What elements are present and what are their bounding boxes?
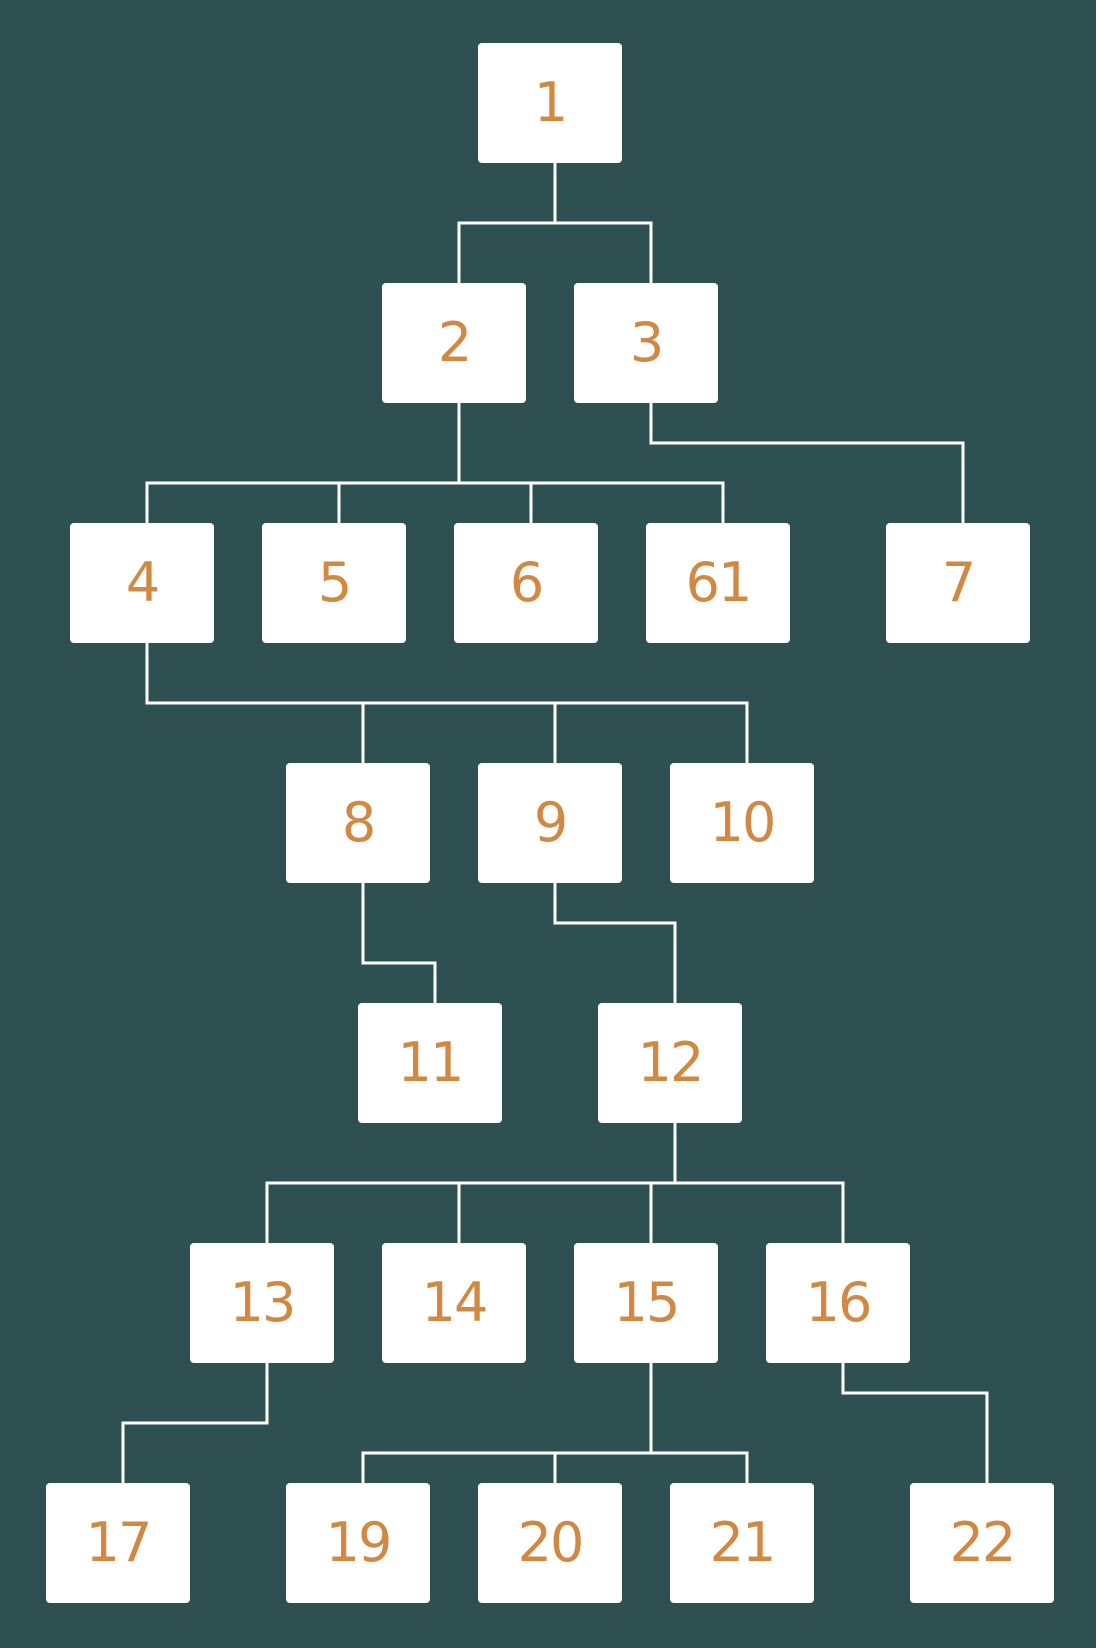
tree-node-1: 1 xyxy=(478,43,622,163)
node-label: 8 xyxy=(341,791,376,854)
tree-node-13: 13 xyxy=(190,1243,334,1363)
node-label: 21 xyxy=(709,1511,777,1574)
tree-node-14: 14 xyxy=(382,1243,526,1363)
tree-node-12: 12 xyxy=(598,1003,742,1123)
tree-node-15: 15 xyxy=(574,1243,718,1363)
node-label: 11 xyxy=(397,1031,465,1094)
tree-node-9: 9 xyxy=(478,763,622,883)
tree-node-21: 21 xyxy=(670,1483,814,1603)
tree-node-10: 10 xyxy=(670,763,814,883)
tree-node-6: 6 xyxy=(454,523,598,643)
node-label: 5 xyxy=(317,551,352,614)
tree-node-3: 3 xyxy=(574,283,718,403)
node-label: 2 xyxy=(437,311,472,374)
node-label: 17 xyxy=(85,1511,153,1574)
tree-node-7: 7 xyxy=(886,523,1030,643)
node-label: 14 xyxy=(421,1271,489,1334)
tree-node-5: 5 xyxy=(262,523,406,643)
node-label: 1 xyxy=(533,71,568,134)
tree-node-17: 17 xyxy=(46,1483,190,1603)
tree-node-61: 61 xyxy=(646,523,790,643)
tree-node-19: 19 xyxy=(286,1483,430,1603)
node-label: 3 xyxy=(629,311,664,374)
node-label: 10 xyxy=(709,791,777,854)
node-label: 4 xyxy=(125,551,160,614)
node-label: 19 xyxy=(325,1511,393,1574)
tree-node-2: 2 xyxy=(382,283,526,403)
node-label: 61 xyxy=(685,551,753,614)
tree-node-16: 16 xyxy=(766,1243,910,1363)
tree-node-20: 20 xyxy=(478,1483,622,1603)
node-label: 15 xyxy=(613,1271,681,1334)
node-label: 9 xyxy=(533,791,568,854)
node-label: 22 xyxy=(949,1511,1017,1574)
node-label: 20 xyxy=(517,1511,585,1574)
node-label: 12 xyxy=(637,1031,705,1094)
node-label: 16 xyxy=(805,1271,873,1334)
tree-node-22: 22 xyxy=(910,1483,1054,1603)
tree-node-8: 8 xyxy=(286,763,430,883)
tree-node-4: 4 xyxy=(70,523,214,643)
tree-node-11: 11 xyxy=(358,1003,502,1123)
node-label: 13 xyxy=(229,1271,297,1334)
node-label: 7 xyxy=(941,551,976,614)
node-label: 6 xyxy=(509,551,544,614)
